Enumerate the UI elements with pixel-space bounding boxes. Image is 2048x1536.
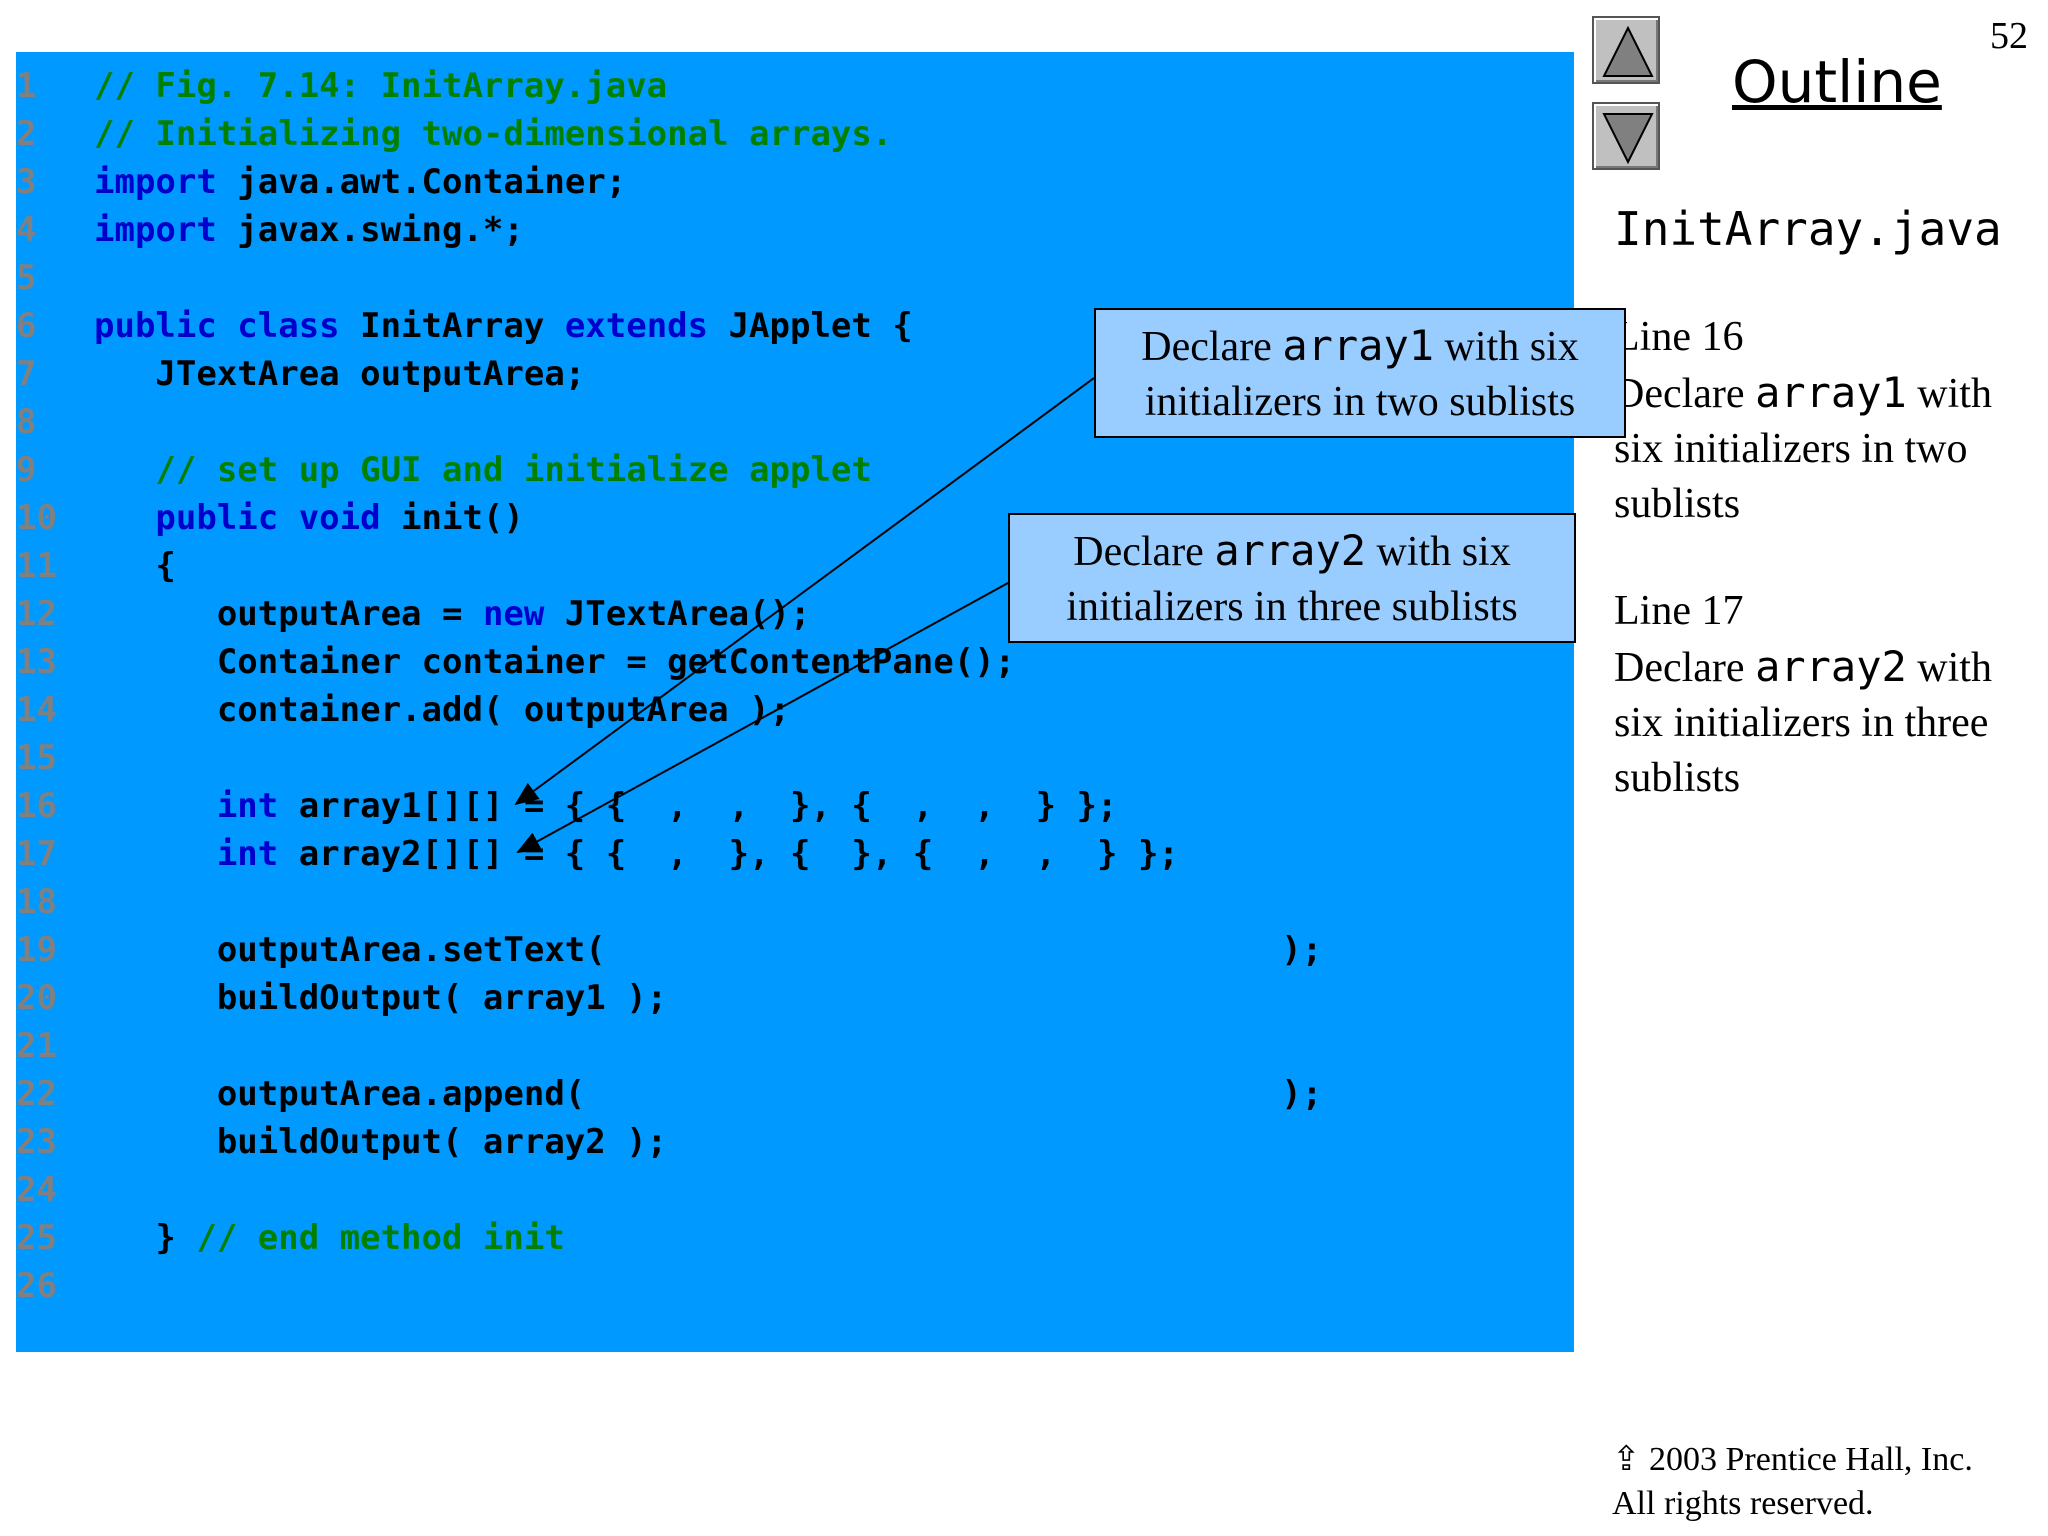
nav-down-button[interactable]: [1592, 102, 1660, 170]
callout-array2: Declare array2 with six initializers in …: [1008, 513, 1576, 643]
code-line: 16 int array1[][] = { { , , }, { , , } }…: [16, 782, 1574, 830]
code-text: import java.awt.Container;: [94, 162, 627, 202]
file-name: InitArray.java: [1614, 202, 2002, 256]
code-line: 23 buildOutput( array2 );: [16, 1118, 1574, 1166]
code-panel: 1 // Fig. 7.14: InitArray.java 2 // Initial…: [16, 52, 1574, 1352]
code-text: public void init(): [94, 498, 524, 538]
line-number: 6: [16, 306, 37, 346]
line-number: 26: [16, 1266, 57, 1306]
code-text: } // end method init: [94, 1218, 565, 1258]
callout-2-arrow: [516, 582, 1009, 853]
line-number: 7: [16, 354, 37, 394]
line-number: 24: [16, 1170, 57, 1210]
code-text: {: [94, 546, 176, 586]
line-number: 1: [16, 66, 37, 106]
line-number: 16: [16, 786, 57, 826]
side-note-text: Declare array1 with six initializers in …: [1614, 368, 1992, 527]
line-number: 12: [16, 594, 57, 634]
code-line: 13 Container container = getContentPane(…: [16, 638, 1574, 686]
code-text: outputArea.append( );: [94, 1074, 1323, 1114]
code-line: 7 JTextArea outputArea;: [16, 350, 1574, 398]
code-line: 15: [16, 734, 1574, 782]
line-number: 19: [16, 930, 57, 970]
code-text: // Initializing two-dimensional arrays.: [94, 114, 893, 154]
code-line: 19 outputArea.setText( );: [16, 926, 1574, 974]
copyright: ⇪ 2003 Prentice Hall, Inc. All rights re…: [1612, 1441, 1973, 1522]
line-number: 17: [16, 834, 57, 874]
code-line: 9 // set up GUI and initialize applet: [16, 446, 1574, 494]
code-line: 18: [16, 878, 1574, 926]
line-number: 13: [16, 642, 57, 682]
code-text: // set up GUI and initialize applet: [94, 450, 872, 490]
line-number: 20: [16, 978, 57, 1018]
code-text: buildOutput( array1 );: [94, 978, 668, 1018]
line-number: 11: [16, 546, 57, 586]
line-number: 25: [16, 1218, 57, 1258]
code-line: 20 buildOutput( array1 );: [16, 974, 1574, 1022]
publisher-logo-icon: ⇪: [1612, 1441, 1641, 1478]
code-line: 26: [16, 1262, 1574, 1310]
side-note-line-label: Line 17: [1614, 588, 1744, 634]
line-number: 3: [16, 162, 37, 202]
code-text: outputArea = new JTextArea();: [94, 594, 811, 634]
code-line: 3 import java.awt.Container;: [16, 158, 1574, 206]
code-line: 1 // Fig. 7.14: InitArray.java: [16, 62, 1574, 110]
code-text: import javax.swing.*;: [94, 210, 524, 250]
line-number: 18: [16, 882, 57, 922]
line-number: 15: [16, 738, 57, 778]
code-line: 6 public class InitArray extends JApplet …: [16, 302, 1574, 350]
nav-up-button[interactable]: [1592, 16, 1660, 84]
callout-1-arrow: [514, 377, 1095, 806]
code-text: buildOutput( array2 );: [94, 1122, 668, 1162]
side-note-line-17: Line 17 Declare array2 with six initiali…: [1614, 584, 2034, 806]
line-number: 5: [16, 258, 37, 298]
code-line: 2 // Initializing two-dimensional arrays.: [16, 110, 1574, 158]
code-line: 10 public void init(): [16, 494, 1574, 542]
code-text: outputArea.setText( );: [94, 930, 1323, 970]
line-number: 22: [16, 1074, 57, 1114]
outline-title[interactable]: Outline: [1732, 48, 1942, 116]
line-number: 2: [16, 114, 37, 154]
side-note-line-label: Line 16: [1614, 314, 1744, 360]
code-listing: 1 // Fig. 7.14: InitArray.java 2 // Initial…: [16, 62, 1574, 1310]
line-number: 9: [16, 450, 37, 490]
line-number: 21: [16, 1026, 57, 1066]
code-line: 21: [16, 1022, 1574, 1070]
line-number: 14: [16, 690, 57, 730]
code-line: 4 import javax.swing.*;: [16, 206, 1574, 254]
line-number: 10: [16, 498, 57, 538]
code-line: 24: [16, 1166, 1574, 1214]
code-line: 22 outputArea.append( );: [16, 1070, 1574, 1118]
code-line: 14 container.add( outputArea );: [16, 686, 1574, 734]
triangle-down-icon: [1602, 113, 1654, 165]
code-text: // Fig. 7.14: InitArray.java: [94, 66, 668, 106]
callout-array1: Declare array1 with six initializers in …: [1094, 308, 1626, 438]
code-text: container.add( outputArea );: [94, 690, 790, 730]
code-line: 11 {: [16, 542, 1574, 590]
line-number: 4: [16, 210, 37, 250]
triangle-up-icon: [1602, 25, 1654, 77]
line-number: 8: [16, 402, 37, 442]
code-line: 8: [16, 398, 1574, 446]
line-number: 23: [16, 1122, 57, 1162]
side-note-text: Declare array2 with six initializers in …: [1614, 642, 1992, 801]
code-line: 25 } // end method init: [16, 1214, 1574, 1262]
code-text: int array1[][] = { { , , }, { , , } };: [94, 786, 1118, 826]
code-text: public class InitArray extends JApplet {: [94, 306, 913, 346]
side-note-line-16: Line 16 Declare array1 with six initiali…: [1614, 310, 2034, 532]
code-line: 12 outputArea = new JTextArea();: [16, 590, 1574, 638]
code-line: 5: [16, 254, 1574, 302]
page-number: 52: [1990, 15, 2028, 57]
code-text: JTextArea outputArea;: [94, 354, 586, 394]
